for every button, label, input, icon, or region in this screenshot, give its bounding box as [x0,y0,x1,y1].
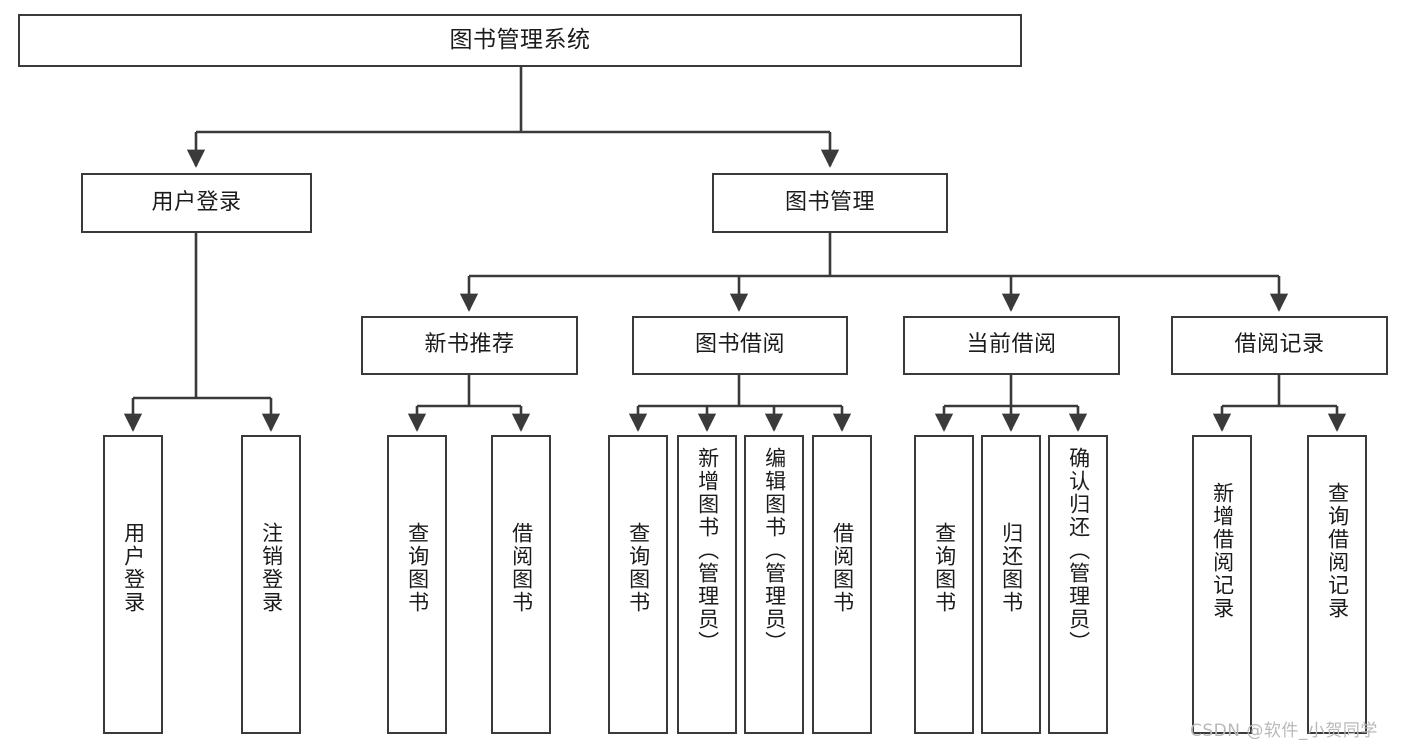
node-leaf-confirm-return-label: 确认归还（管理员） [1066,447,1091,654]
node-borrow-record-label: 借阅记录 [1234,332,1325,358]
node-leaf-edit-book[interactable]: 编辑图书（管理员） [744,435,804,734]
node-new-book-recommend[interactable]: 新书推荐 [361,316,578,375]
node-leaf-add-book[interactable]: 新增图书（管理员） [677,435,737,734]
node-leaf-user-login-label: 用户登录 [121,522,146,614]
node-leaf-query-book-3-label: 查询图书 [932,522,957,614]
node-leaf-confirm-return[interactable]: 确认归还（管理员） [1048,435,1108,734]
node-book-borrow[interactable]: 图书借阅 [632,316,848,375]
node-book-manage-label: 图书管理 [784,189,875,215]
node-leaf-query-record[interactable]: 查询借阅记录 [1307,435,1367,734]
node-root-label: 图书管理系统 [449,26,591,53]
node-leaf-add-record[interactable]: 新增借阅记录 [1192,435,1252,734]
node-leaf-query-book-1-label: 查询图书 [405,522,430,614]
node-leaf-query-book-2-label: 查询图书 [626,522,651,614]
node-leaf-query-book-3[interactable]: 查询图书 [914,435,974,734]
node-leaf-query-record-label: 查询借阅记录 [1325,482,1350,620]
node-leaf-user-login[interactable]: 用户登录 [103,435,163,734]
node-leaf-logout[interactable]: 注销登录 [241,435,301,734]
node-leaf-add-book-label: 新增图书（管理员） [695,447,720,654]
node-new-book-recommend-label: 新书推荐 [424,332,515,358]
node-leaf-borrow-book-2-label: 借阅图书 [830,522,855,614]
node-leaf-query-book-2[interactable]: 查询图书 [608,435,668,734]
node-leaf-return-book-label: 归还图书 [999,522,1024,614]
node-book-manage[interactable]: 图书管理 [712,173,948,233]
node-user-login[interactable]: 用户登录 [81,173,312,233]
node-leaf-borrow-book-1-label: 借阅图书 [509,522,534,614]
node-borrow-record[interactable]: 借阅记录 [1171,316,1388,375]
node-root[interactable]: 图书管理系统 [18,14,1022,67]
node-book-borrow-label: 图书借阅 [694,332,785,358]
node-leaf-logout-label: 注销登录 [259,522,284,614]
node-leaf-borrow-book-2[interactable]: 借阅图书 [812,435,872,734]
node-leaf-add-record-label: 新增借阅记录 [1210,482,1235,620]
node-leaf-borrow-book-1[interactable]: 借阅图书 [491,435,551,734]
node-user-login-label: 用户登录 [151,189,242,215]
node-leaf-query-book-1[interactable]: 查询图书 [387,435,447,734]
node-leaf-edit-book-label: 编辑图书（管理员） [762,447,787,654]
node-current-borrow[interactable]: 当前借阅 [903,316,1120,375]
node-current-borrow-label: 当前借阅 [966,332,1057,358]
node-leaf-return-book[interactable]: 归还图书 [981,435,1041,734]
csdn-watermark: CSDN @软件_小贺同学 [1190,721,1378,741]
